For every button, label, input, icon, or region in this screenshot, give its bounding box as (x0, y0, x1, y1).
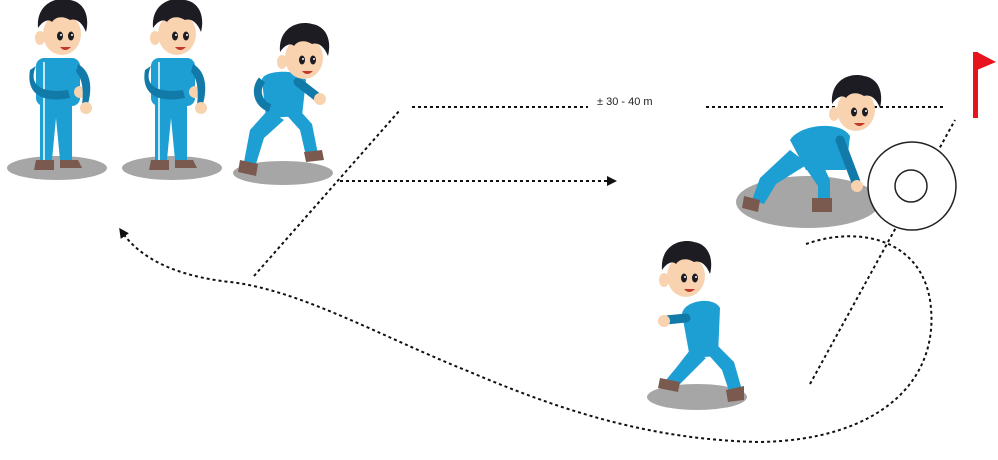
start-flag-icon (973, 52, 996, 118)
distance-label: ± 30 - 40 m (597, 96, 653, 108)
ball-target-icon (868, 142, 956, 230)
boy-running (647, 241, 747, 410)
boy-standing-1 (7, 0, 107, 180)
return-path-arrow (122, 232, 931, 442)
boy-ready-start (233, 23, 333, 185)
boy-crouched-with-ball (736, 75, 881, 228)
boy-standing-2 (122, 0, 222, 180)
start-boundary-line (254, 110, 400, 276)
